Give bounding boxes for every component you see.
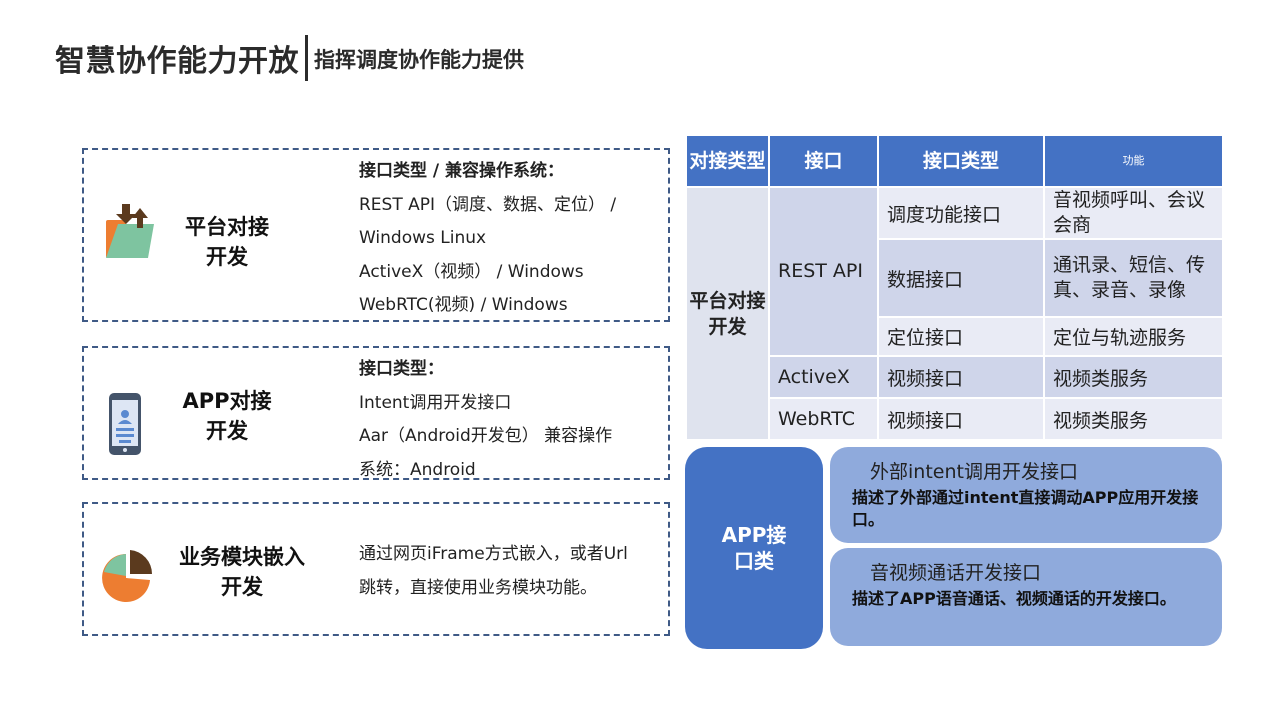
app-line: Aar（Android开发包） 兼容操作: [359, 426, 613, 446]
platform-integration-box: 平台对接 开发 接口类型 / 兼容操作系统： REST API（调度、数据、定位…: [82, 148, 670, 322]
card-title: 外部intent调用开发接口: [870, 461, 1078, 483]
page-title-bar: 智慧协作能力开放 指挥调度协作能力提供: [55, 34, 524, 82]
header-integration-type: 对接类型: [685, 134, 770, 188]
function-cell: 视频类服务: [1043, 355, 1224, 399]
card-title: 音视频通话开发接口: [870, 562, 1042, 584]
card-description: 描述了外部通过intent直接调动APP应用开发接口。: [852, 488, 1199, 529]
title-divider: [305, 35, 308, 81]
app-line: 系统：Android: [359, 459, 476, 480]
platform-title-line1: 平台对接: [185, 215, 269, 239]
card-description: 描述了APP语音通话、视频通话的开发接口。: [852, 589, 1176, 608]
app-description: 接口类型： Intent调用开发接口 Aar（Android开发包） 兼容操作 …: [359, 353, 612, 487]
module-line: 跳转，直接使用业务模块功能。: [359, 577, 597, 598]
interface-table: 对接类型 接口 接口类型 功能 平台对接开发 REST API 调度功能接口 音…: [685, 134, 1224, 441]
interface-cell: WebRTC: [768, 397, 879, 441]
app-interface-category-label: APP接口类: [721, 523, 787, 573]
app-line: Intent调用开发接口: [359, 392, 512, 413]
header-function: 功能: [1043, 134, 1224, 188]
platform-title-line2: 开发: [206, 245, 248, 269]
interface-type-cell: 视频接口: [877, 355, 1045, 399]
app-integration-box: APP对接 开发 接口类型： Intent调用开发接口 Aar（Android开…: [82, 346, 670, 480]
platform-line: WebRTC(视频) / Windows: [359, 295, 568, 315]
platform-line: REST API（调度、数据、定位） /: [359, 194, 617, 215]
folder-download-icon: [106, 204, 154, 258]
page-title: 智慧协作能力开放: [55, 44, 299, 79]
table-row: ActiveX 视频接口 视频类服务: [686, 355, 1224, 399]
pie-chart-icon: [102, 550, 153, 602]
header-interface: 接口: [768, 134, 879, 188]
platform-description: 接口类型 / 兼容操作系统： REST API（调度、数据、定位） / Wind…: [359, 155, 616, 323]
function-cell: 定位与轨迹服务: [1043, 316, 1224, 357]
intent-interface-card: 外部intent调用开发接口 描述了外部通过intent直接调动APP应用开发接…: [830, 447, 1222, 543]
module-embed-box: 业务模块嵌入 开发 通过网页iFrame方式嵌入，或者Url 跳转，直接使用业务…: [82, 502, 670, 636]
interface-type-cell: 视频接口: [877, 397, 1045, 441]
platform-line: 接口类型 / 兼容操作系统：: [359, 161, 565, 181]
module-title-line2: 开发: [221, 575, 263, 599]
table-row: WebRTC 视频接口 视频类服务: [686, 397, 1224, 441]
function-cell: 音视频呼叫、会议会商: [1043, 186, 1224, 240]
function-cell: 通讯录、短信、传真、录音、录像: [1043, 238, 1224, 318]
av-call-interface-card: 音视频通话开发接口 描述了APP语音通话、视频通话的开发接口。: [830, 548, 1222, 646]
interface-type-cell: 定位接口: [877, 316, 1045, 357]
module-description: 通过网页iFrame方式嵌入，或者Url 跳转，直接使用业务模块功能。: [359, 538, 628, 605]
table-header-row: 对接类型 接口 接口类型 功能: [685, 134, 1224, 188]
app-title-line1: APP对接: [182, 389, 272, 413]
interface-type-cell: 调度功能接口: [877, 186, 1045, 240]
app-interface-category: APP接口类: [685, 447, 823, 649]
interface-cell: ActiveX: [768, 355, 879, 399]
app-title: APP对接 开发: [172, 386, 282, 446]
app-line: 接口类型：: [359, 359, 444, 379]
module-line: 通过网页iFrame方式嵌入，或者Url: [359, 544, 628, 564]
module-title: 业务模块嵌入 开发: [168, 542, 316, 602]
mobile-phone-icon: [109, 393, 141, 455]
app-title-line2: 开发: [206, 419, 248, 443]
module-title-line1: 业务模块嵌入: [179, 545, 305, 569]
table-row: 定位接口 定位与轨迹服务: [686, 316, 1224, 357]
table-row: 平台对接开发 REST API 调度功能接口 音视频呼叫、会议会商: [685, 186, 1224, 441]
function-cell: 视频类服务: [1043, 397, 1224, 441]
platform-line: ActiveX（视频） / Windows: [359, 261, 584, 282]
header-interface-type: 接口类型: [877, 134, 1045, 188]
platform-title: 平台对接 开发: [172, 212, 282, 272]
table-row: 数据接口 通讯录、短信、传真、录音、录像: [686, 238, 1224, 318]
rest-api-cell: REST API: [768, 186, 879, 357]
interface-type-cell: 数据接口: [877, 238, 1045, 318]
platform-line: Windows Linux: [359, 228, 487, 248]
page-subtitle: 指挥调度协作能力提供: [314, 48, 524, 72]
group-cell: 平台对接开发: [685, 186, 770, 441]
